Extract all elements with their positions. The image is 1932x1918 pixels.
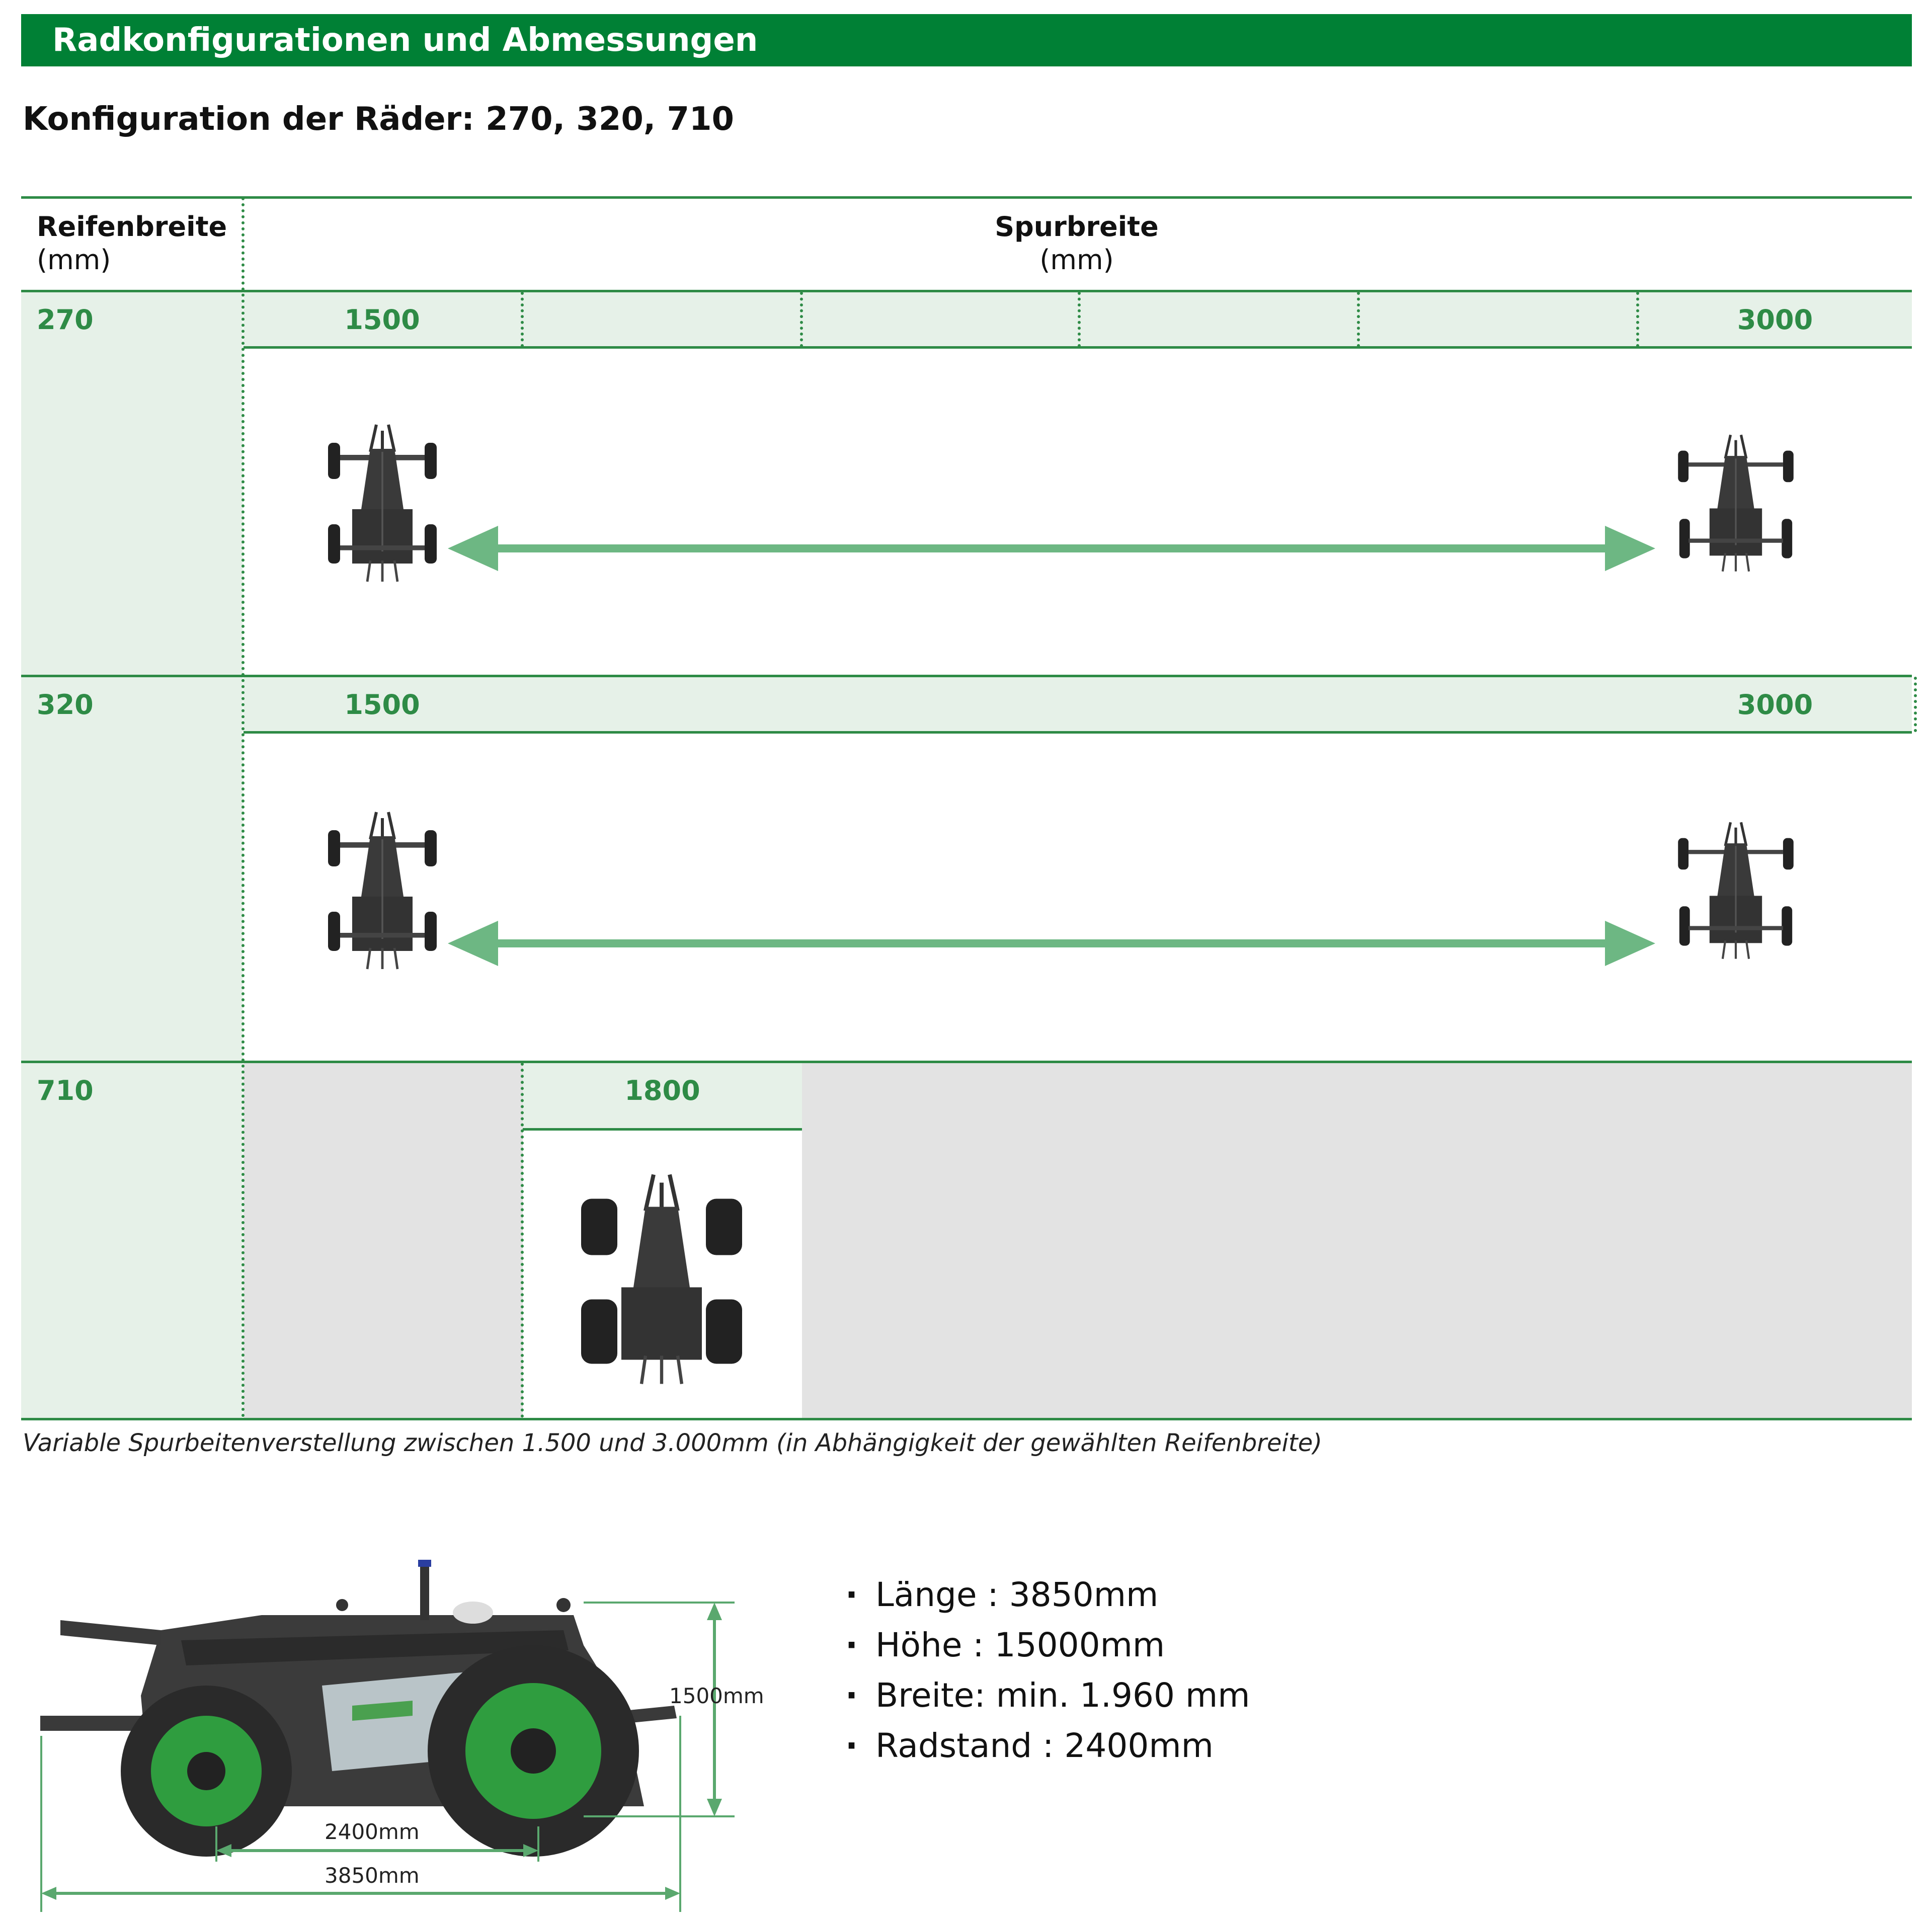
table-bottom-line [21, 1418, 1912, 1420]
row-710-divider [521, 1063, 524, 1418]
row-320-bottom-line [21, 1061, 1912, 1063]
tire-width-710: 710 [37, 1075, 94, 1106]
row-710-empty-right [802, 1063, 1912, 1419]
row-270-robot-narrow [322, 370, 443, 636]
row-270-divider-4 [1357, 292, 1360, 347]
track-width-header-label: Spurbreite [995, 211, 1159, 243]
row-270-bottom-line [21, 675, 1912, 677]
tire-width-320: 320 [37, 689, 94, 721]
row-320-track-arrow [448, 921, 1655, 966]
row-270-divider-1 [521, 292, 524, 347]
row-710-track-band [523, 1063, 802, 1128]
track-width-header-unit: (mm) [1039, 244, 1114, 276]
row-270-divider-2 [800, 292, 803, 347]
vehicle-side-view: 1500mm 2400mm 3850mm [40, 1560, 764, 1912]
tire-width-column [21, 292, 243, 1419]
header-bottom-line [21, 290, 1912, 292]
row-270-divider-3 [1078, 292, 1081, 347]
track-adjustment-note: Variable Spurbeitenverstellung zwischen … [23, 1429, 1322, 1457]
tire-width-270: 270 [37, 304, 94, 336]
row-320-track-min: 1500 [344, 689, 420, 721]
tire-width-header-unit: (mm) [37, 244, 111, 276]
row-270-robot-wide [1675, 370, 1796, 636]
spec-height: Höhe : 15000mm [845, 1620, 1250, 1670]
spec-length: Länge : 3850mm [845, 1570, 1250, 1620]
row-320-track-band [244, 677, 1912, 733]
column-divider [242, 197, 245, 1418]
row-270-track-arrow [448, 526, 1655, 571]
row-320-track-max: 3000 [1737, 689, 1813, 721]
row-320-band-bottom [244, 731, 1912, 734]
row-270-track-min: 1500 [344, 304, 420, 336]
row-320-robot-wide [1675, 757, 1796, 1024]
row-710-band-bottom [523, 1128, 802, 1131]
tire-width-header: Reifenbreite (mm) [37, 210, 227, 277]
wheelbase-dimension-label: 2400mm [325, 1819, 420, 1844]
spec-wheelbase: Radstand : 2400mm [845, 1721, 1250, 1771]
row-710-robot-big [581, 1142, 742, 1416]
section-header: Radkonfigurationen und Abmessungen [21, 14, 1912, 66]
row-270-track-max: 3000 [1737, 304, 1813, 336]
length-dimension-label: 3850mm [325, 1863, 420, 1888]
track-width-header: Spurbreite (mm) [875, 210, 1278, 277]
row-270-band-bottom [244, 346, 1912, 349]
row-320-robot-narrow [322, 757, 443, 1024]
spec-list: Länge : 3850mm Höhe : 15000mm Breite: mi… [845, 1570, 1250, 1771]
page-subtitle: Konfiguration der Räder: 270, 320, 710 [23, 101, 735, 138]
row-710-track: 1800 [624, 1075, 700, 1106]
tire-width-header-label: Reifenbreite [37, 211, 227, 243]
row-710-empty-left [244, 1063, 523, 1419]
height-dimension-label: 1500mm [669, 1684, 764, 1708]
table-top-line [21, 196, 1912, 199]
row-270-divider-5 [1636, 292, 1639, 347]
row-320-right-edge [1914, 677, 1917, 732]
spec-width: Breite: min. 1.960 mm [845, 1670, 1250, 1721]
